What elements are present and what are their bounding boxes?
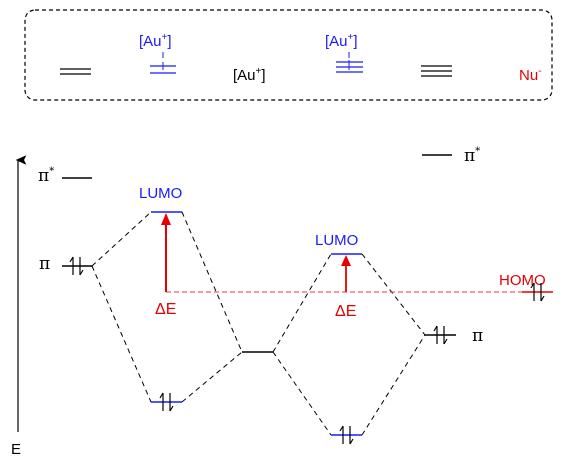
legend-au-alkene-complex: [Au+]	[139, 32, 176, 74]
legend-au-alkyne-complex: [Au+]	[325, 32, 363, 73]
svg-text:[Au+]: [Au+]	[325, 32, 358, 50]
svg-text:π: π	[472, 326, 483, 346]
legend-au-cation: [Au+]	[233, 66, 266, 84]
right-pi-star-level: π*	[422, 146, 480, 166]
svg-text:LUMO: LUMO	[139, 185, 182, 202]
axis-label-e: E	[11, 441, 21, 457]
right-pi-level: π	[425, 325, 483, 346]
legend-alkene-symbol	[60, 68, 91, 75]
homo-nucleophile: HOMO	[499, 272, 553, 302]
legend-nucleophile: Nu-	[519, 66, 542, 84]
svg-text:π*: π*	[38, 166, 54, 186]
delta-e-right: ΔE	[335, 255, 356, 320]
bonding-mo-right	[331, 425, 362, 445]
svg-text:[Au+]: [Au+]	[233, 66, 266, 84]
legend-alkyne-symbol	[421, 65, 452, 77]
lumo-left: LUMO	[139, 185, 182, 213]
left-pi-star-level: π*	[38, 166, 92, 186]
svg-text:Nu-: Nu-	[519, 66, 542, 84]
legend-box: [Au+] [Au+] [Au+]	[24, 9, 553, 101]
svg-text:π: π	[39, 254, 50, 274]
lumo-right: LUMO	[315, 232, 362, 255]
svg-text:LUMO: LUMO	[315, 232, 358, 249]
correlation-lines	[91, 211, 426, 436]
svg-text:ΔE: ΔE	[335, 303, 356, 320]
bonding-mo-left	[151, 392, 182, 412]
svg-text:HOMO: HOMO	[499, 272, 546, 289]
legend-border	[24, 9, 553, 101]
left-pi-level: π	[39, 254, 92, 276]
svg-text:ΔE: ΔE	[155, 301, 176, 318]
delta-e-left: ΔE	[155, 213, 176, 318]
svg-text:[Au+]: [Au+]	[139, 32, 172, 50]
svg-text:π*: π*	[464, 146, 480, 166]
energy-axis: E	[11, 155, 27, 457]
